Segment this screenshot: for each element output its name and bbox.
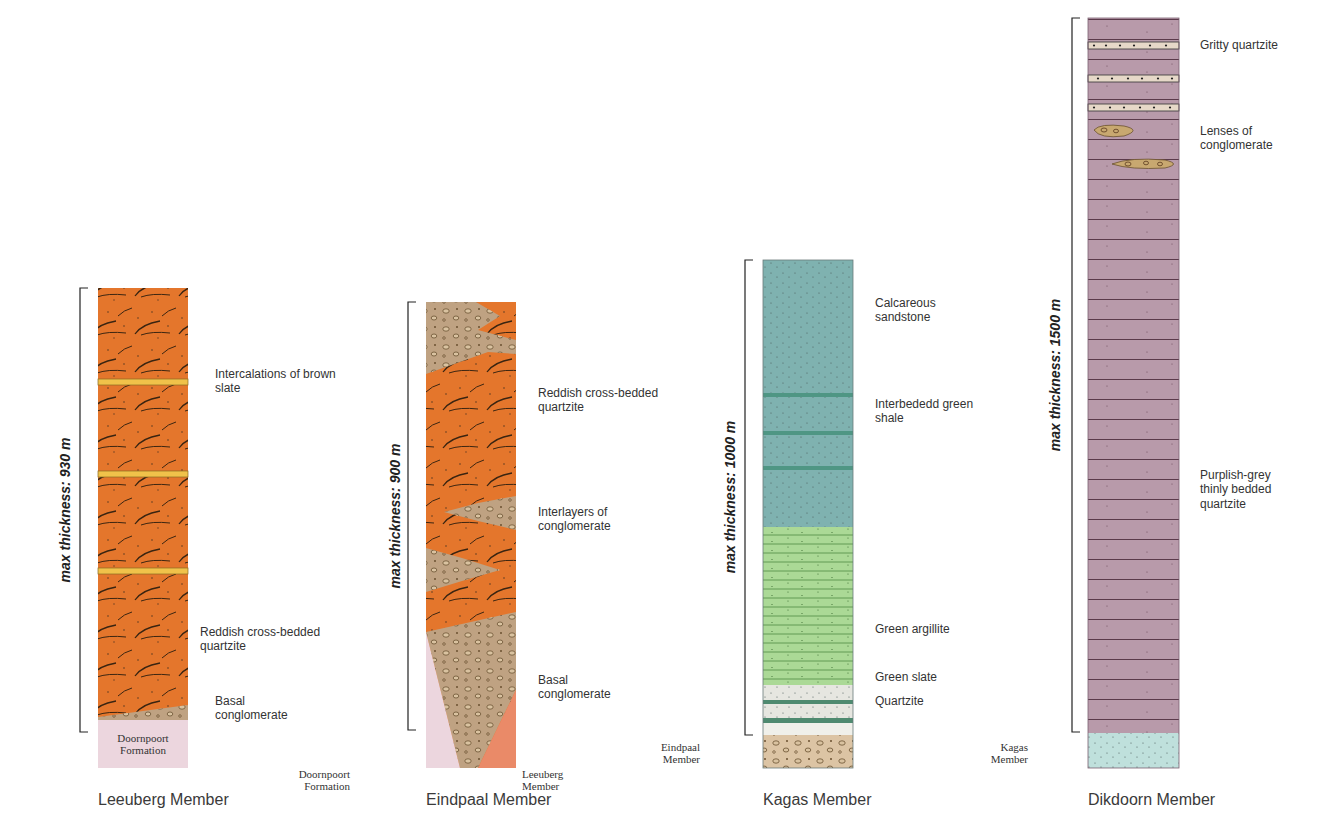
thickness-label: max thickness: 1500 m: [1047, 299, 1064, 452]
member-title: Kagas Member: [763, 790, 872, 809]
layer-label: Lenses of conglomerate: [1200, 124, 1295, 153]
member-title: Dikdoorn Member: [1088, 790, 1215, 809]
member-title: Eindpaal Member: [426, 790, 551, 809]
underlying-unit: Eindpaal Member: [642, 741, 700, 765]
thickness-label: max thickness: 930 m: [57, 438, 74, 583]
layer-label: Intercalations of brown slate: [215, 367, 340, 396]
underlying-unit: Kagas Member: [972, 741, 1028, 765]
layer-label: Purplish-grey thinly bedded quartzite: [1200, 468, 1288, 511]
thickness-label: max thickness: 1000 m: [722, 421, 739, 574]
layer-label: Quartzite: [875, 694, 985, 708]
layer-label: Green slate: [875, 670, 985, 684]
underlying-unit: Doornpoort Formation: [278, 768, 350, 792]
underlying-unit: Leeuberg Member: [522, 768, 582, 792]
layer-label: Green argillite: [875, 622, 985, 636]
formation-box: Doornpoort Formation: [98, 720, 188, 768]
thickness-label: max thickness: 900 m: [387, 444, 404, 589]
layer-label: Reddish cross-bedded quartzite: [200, 625, 340, 654]
layer-label: Basal conglomerate: [215, 694, 305, 723]
layer-label: Interbededd green shale: [875, 397, 975, 426]
layer-label: Gritty quartzite: [1200, 38, 1310, 52]
layer-label: Interlayers of conglomerate: [538, 505, 643, 534]
layer-label: Calcareous sandstone: [875, 296, 955, 325]
member-title: Leeuberg Member: [98, 790, 229, 809]
layer-label: Basal conglomerate: [538, 673, 628, 702]
layer-label: Reddish cross-bedded quartzite: [538, 386, 678, 415]
formation-name: Doornpoort Formation: [98, 732, 188, 756]
